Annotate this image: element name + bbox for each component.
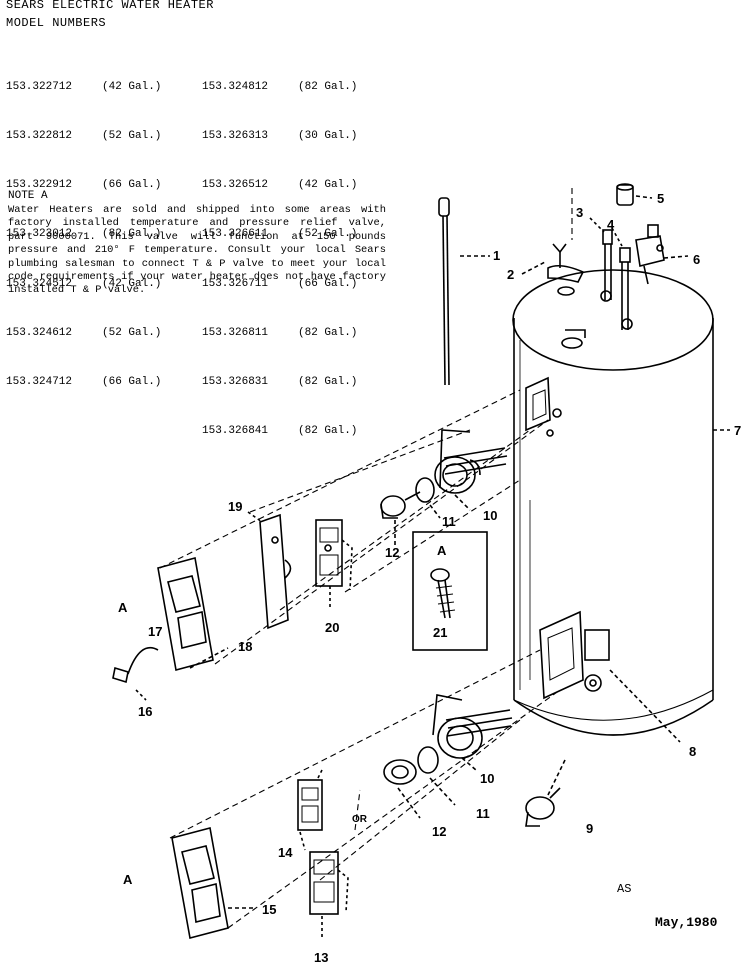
part-label-a-upper: A: [118, 600, 128, 615]
diagram-subtitle: MODEL NUMBERS: [6, 16, 107, 30]
lower-thermostat-14: [297, 769, 323, 851]
upper-element-plug: [380, 491, 421, 519]
model-row: 153.326313(30 Gal.): [202, 130, 358, 143]
upper-element-gasket: [415, 477, 435, 503]
lower-access-opening: [539, 610, 610, 700]
lower-thermostat-13: [309, 851, 349, 940]
model-row: 153.326841(82 Gal.): [202, 425, 358, 438]
screw-box: [412, 531, 488, 651]
lower-element-gasket: [417, 746, 439, 774]
part-label-a-lower: A: [123, 872, 133, 887]
model-row: 153.322812(52 Gal.): [6, 130, 162, 143]
part-label-16: 16: [138, 704, 152, 719]
model-row: 153.326831(82 Gal.): [202, 376, 358, 389]
part-label-21: 21: [433, 625, 447, 640]
part-label-2: 2: [507, 267, 514, 282]
part-label-14: 14: [278, 845, 293, 860]
model-row: 153.326711(66 Gal.): [202, 277, 358, 290]
model-row: 153.324812(82 Gal.): [202, 80, 358, 93]
model-row: 153.324712(66 Gal.): [6, 376, 162, 389]
diagram-date: May,1980: [655, 915, 718, 930]
model-row: 153.326611(52 Gal.): [202, 228, 358, 241]
element-leader: [609, 669, 681, 743]
part-label-5: 5: [657, 191, 664, 206]
relief-valve: [635, 224, 689, 285]
part-label-10-lower: 10: [480, 771, 494, 786]
anode-rod: [438, 197, 490, 386]
insulation-retainer: [112, 646, 159, 701]
part-label-10: 10: [483, 508, 497, 523]
note-text: Water Heaters are sold and shipped into …: [8, 204, 386, 297]
part-label-19: 19: [228, 499, 242, 514]
model-row: 153.324512(42 Gal.): [6, 277, 162, 290]
part-label-7: 7: [734, 423, 741, 438]
part-label-9: 9: [586, 821, 593, 836]
upper-access-opening: [525, 376, 562, 437]
part-label-1: 1: [493, 248, 500, 263]
part-label-8: 8: [689, 744, 696, 759]
part-label-12-lower: 12: [432, 824, 446, 839]
model-row: 153.324612(52 Gal.): [6, 326, 162, 339]
diagram-title: SEARS ELECTRIC WATER HEATER: [6, 0, 214, 12]
water-heater-tank: [512, 264, 714, 736]
part-label-11-lower: 11: [476, 806, 490, 821]
part-label-20: 20: [325, 620, 339, 635]
part-label-6: 6: [693, 252, 700, 267]
part-label-18: 18: [238, 639, 252, 654]
model-row: 153.326512(42 Gal.): [202, 179, 358, 192]
model-row: 153.326811(82 Gal.): [202, 326, 358, 339]
assembly-lead-lines: [159, 188, 573, 929]
upper-heating-element: [434, 429, 508, 494]
diagram-code: AS: [617, 882, 632, 896]
part-label-3: 3: [576, 205, 583, 220]
pipe-fitting: [616, 183, 653, 206]
upper-thermostat-bracket: [247, 511, 292, 630]
model-row: 153.322712(42 Gal.): [6, 80, 162, 93]
part-label-13: 13: [314, 950, 328, 965]
model-row: 153.322912(66 Gal.): [6, 179, 162, 192]
part-label-17: 17: [148, 624, 162, 639]
part-label-4: 4: [607, 217, 615, 232]
model-list-right: 153.324812(82 Gal.) 153.326313(30 Gal.) …: [202, 46, 360, 473]
lower-access-cover: [171, 827, 255, 939]
model-list-left: 153.322712(42 Gal.) 153.322812(52 Gal.) …: [6, 46, 164, 423]
upper-thermostat: [315, 519, 353, 608]
note-title: NOTE A: [8, 190, 48, 202]
dip-tube-fitting: [521, 243, 567, 275]
drain-valve: [525, 759, 566, 827]
part-label-21-callout: A: [437, 543, 447, 558]
part-label-15: 15: [262, 902, 276, 917]
upper-access-cover: [157, 556, 229, 672]
lower-element-plug: [383, 759, 417, 785]
part-label-11-upper: 11: [442, 514, 456, 529]
heat-trap-nipples: [589, 217, 631, 330]
lower-heating-element: [432, 694, 513, 759]
part-label-or: OR: [352, 814, 368, 825]
model-row: 153.323012(82 Gal.): [6, 228, 162, 241]
part-label-12-upper: 12: [385, 545, 399, 560]
